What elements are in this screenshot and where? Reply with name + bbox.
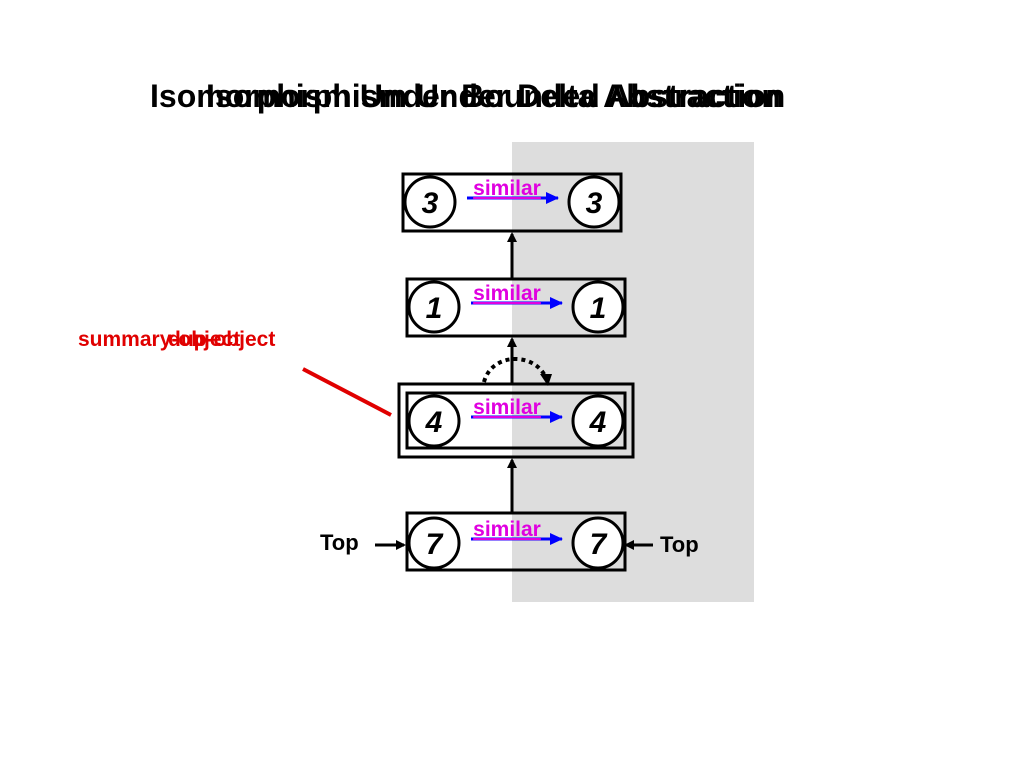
- node-circle-right: [567, 175, 621, 229]
- title-layer-2: Isomorphism Under Delta Abstraction: [206, 78, 781, 114]
- node-circle-left: [407, 394, 461, 448]
- summary-pointer-line: [302, 367, 392, 417]
- similar-label: similar: [473, 396, 541, 419]
- top-label-left: Top: [320, 530, 359, 555]
- similar-label: similar: [473, 177, 541, 200]
- title-layer-1: Isomorphism Under Bounded Abstraction: [150, 78, 786, 114]
- summary-self-loop: [482, 357, 548, 383]
- node-value-left: 3: [422, 187, 439, 220]
- similar-label: similar: [473, 518, 541, 541]
- node-value-right: 3: [586, 187, 603, 220]
- node-box: [401, 172, 623, 233]
- node-value-left: 7: [426, 528, 444, 561]
- node-circle-right: [571, 280, 625, 334]
- dup-object-label: dup-object: [168, 328, 276, 351]
- node-circle-right: [571, 394, 625, 448]
- node-value-left: 1: [426, 292, 443, 325]
- node-circle-left: [407, 280, 461, 334]
- node-value-right: 1: [590, 292, 607, 325]
- node-box: [405, 391, 627, 450]
- abstracted-region: [512, 142, 754, 602]
- summary-object-label: summary-object: [78, 328, 241, 351]
- summary-node-outer-box: [397, 382, 635, 459]
- node-circle-left: [403, 175, 457, 229]
- node-value-left: 4: [425, 406, 443, 439]
- node-circle-right: [571, 516, 625, 570]
- node-value-right: 4: [589, 406, 607, 439]
- node-value-right: 7: [590, 528, 608, 561]
- node-circle-left: [407, 516, 461, 570]
- similar-label: similar: [473, 282, 541, 305]
- node-box: [405, 277, 627, 338]
- top-label-right: Top: [660, 532, 699, 557]
